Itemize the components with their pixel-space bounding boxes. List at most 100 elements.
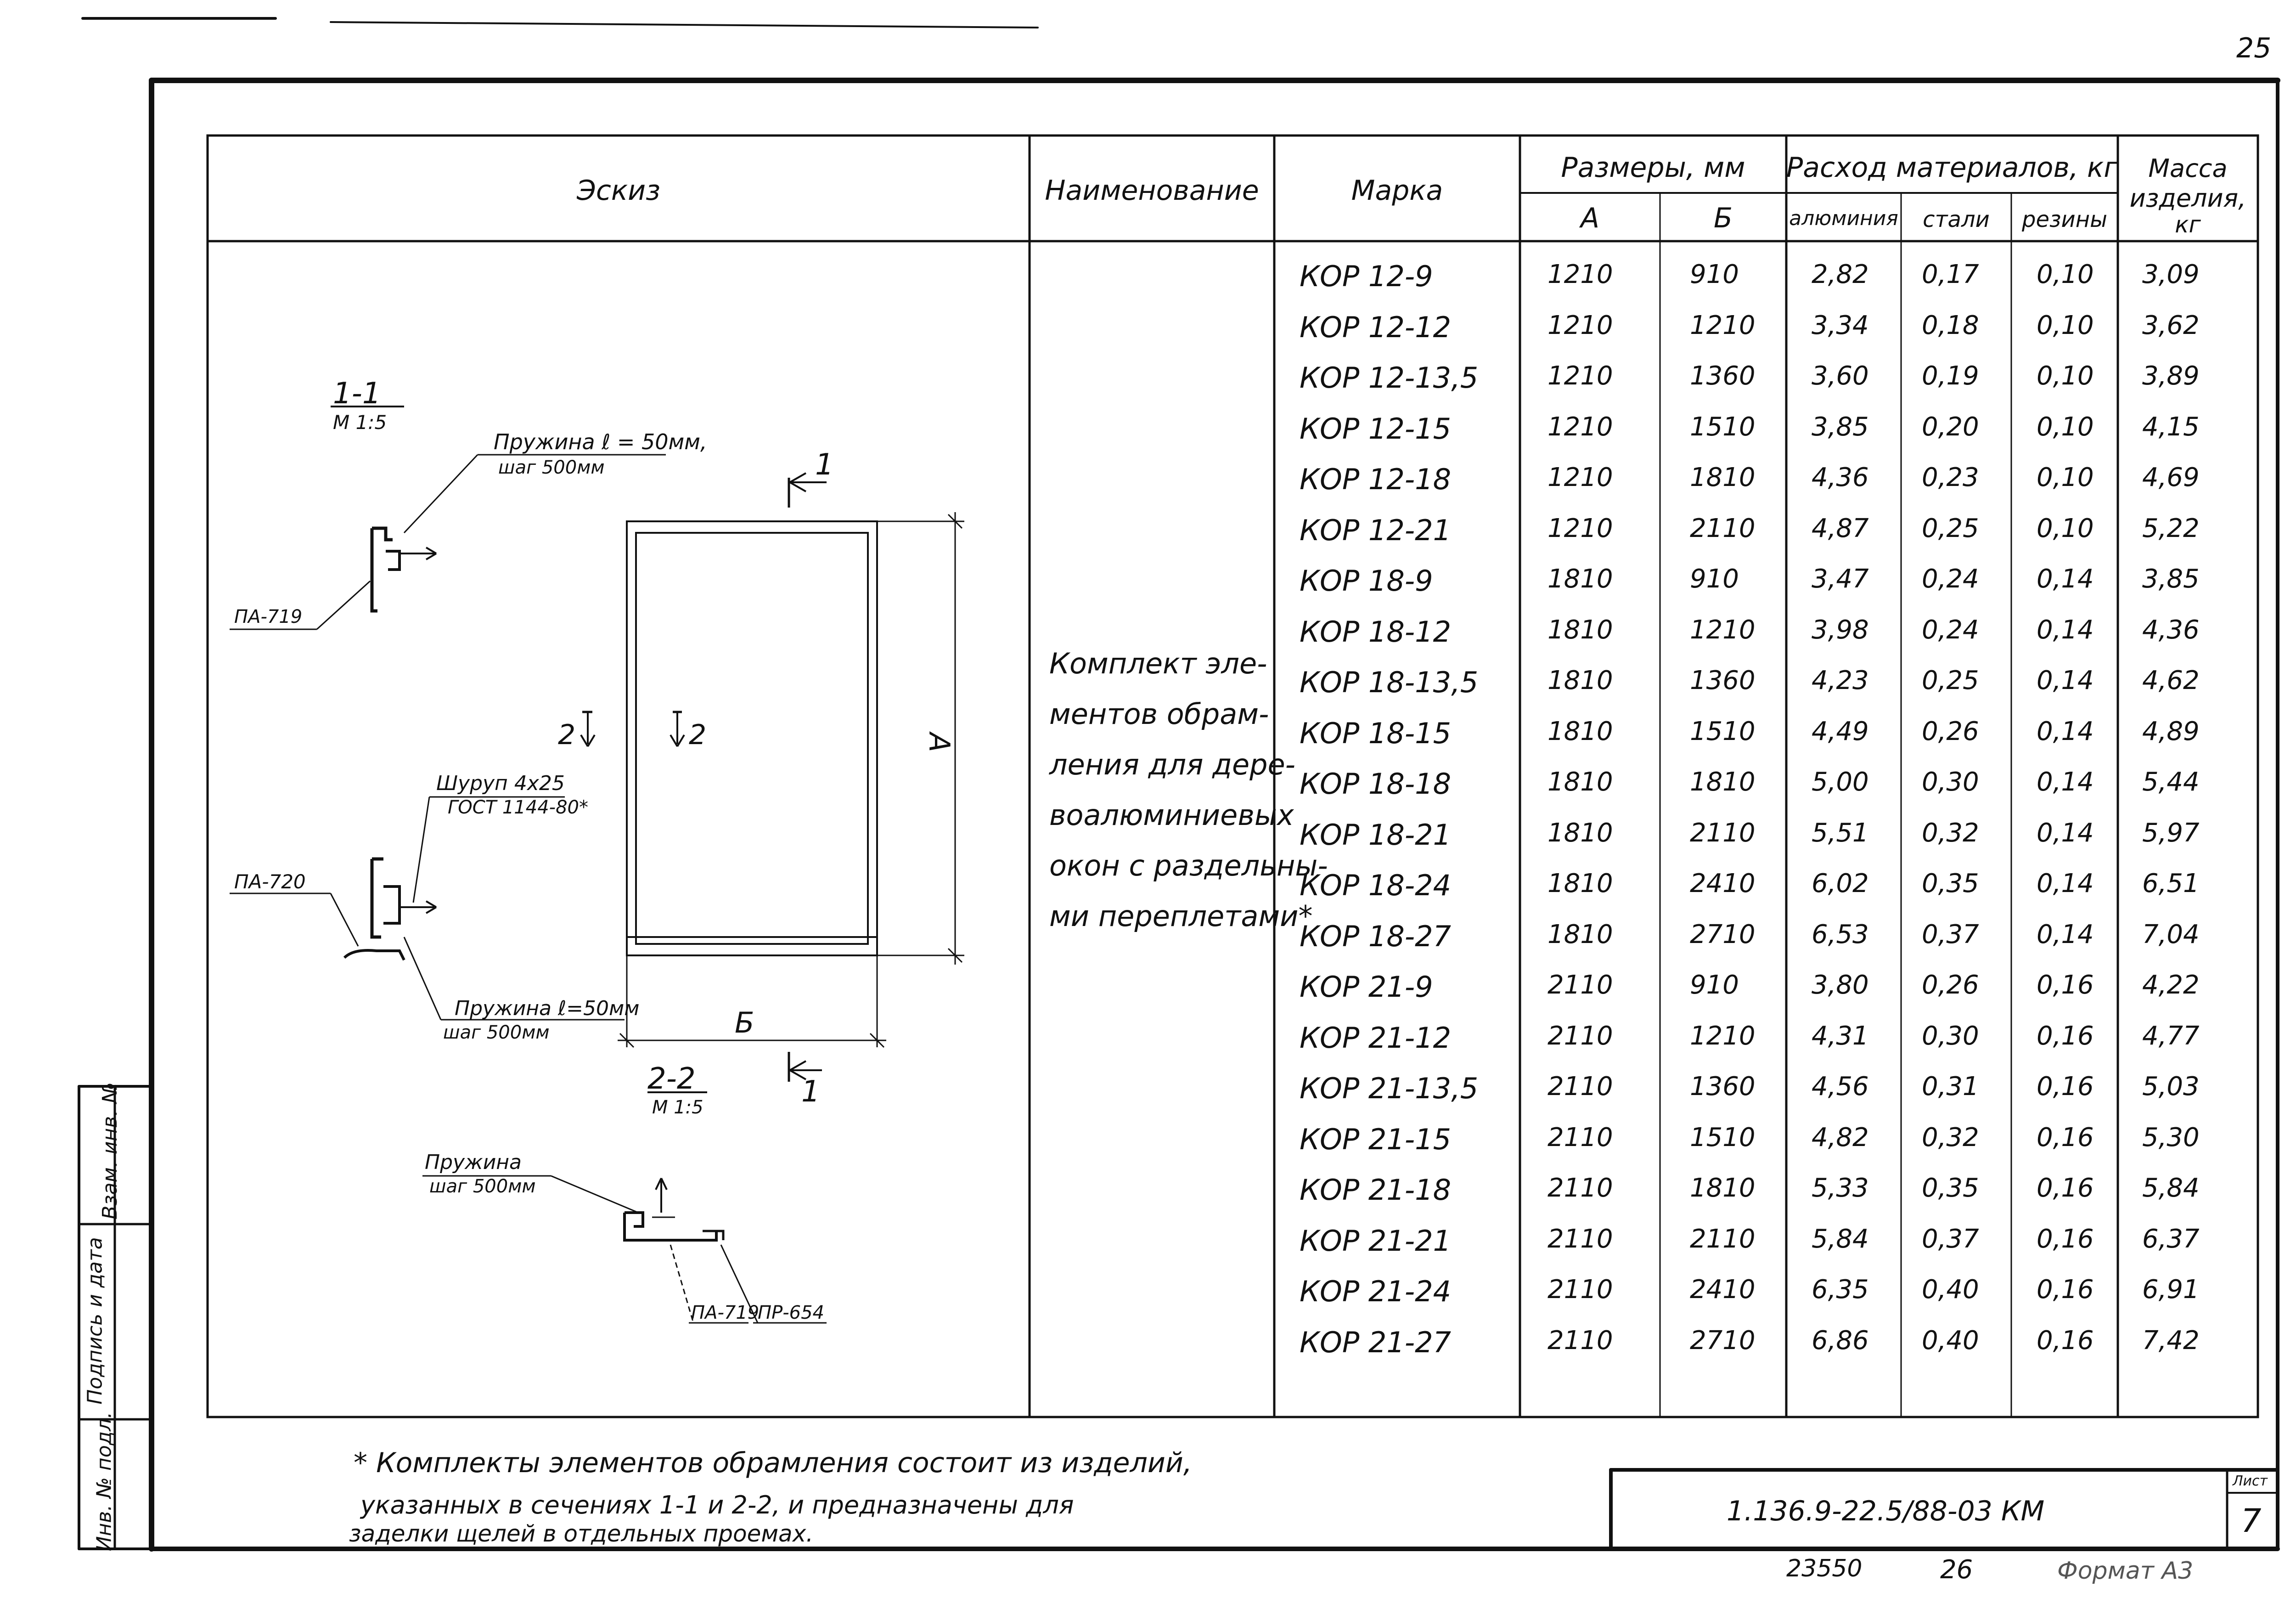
cell-b: 1810	[1690, 463, 1756, 492]
cell-st: 0,37	[1922, 1224, 1979, 1254]
cell-al: 5,00	[1812, 767, 1869, 797]
cell-st: 0,24	[1922, 564, 1979, 594]
cell-mass: 5,30	[2142, 1122, 2200, 1152]
cell-rb: 0,10	[2037, 361, 2094, 391]
cell-al: 5,84	[1812, 1224, 1869, 1254]
cell-a: 2110	[1548, 1021, 1613, 1051]
cell-mass: 4,22	[2142, 970, 2200, 1000]
cell-rb: 0,10	[2037, 513, 2094, 543]
cell-b: 1360	[1690, 1072, 1756, 1101]
cell-st: 0,32	[1922, 818, 1979, 848]
cell-al: 6,02	[1812, 869, 1869, 898]
footnote-line-1: * Комплекты элементов обрамления состоит…	[354, 1447, 1192, 1479]
cell-b: 1810	[1690, 767, 1756, 797]
name-line: Комплект эле-	[1049, 647, 1267, 680]
header-mark: Марка	[1351, 175, 1443, 207]
cell-st: 0,30	[1922, 1021, 1979, 1051]
header-name: Наименование	[1045, 175, 1259, 207]
cell-a: 1810	[1548, 716, 1613, 746]
cell-st: 0,20	[1922, 412, 1979, 442]
cell-mark: КОР 12-9	[1300, 260, 1433, 293]
header-rubber: резины	[2022, 207, 2107, 232]
dimension-a: А	[923, 733, 957, 752]
header-mass-3: кг	[2175, 211, 2201, 238]
cell-al: 5,33	[1812, 1173, 1869, 1203]
cell-st: 0,26	[1922, 716, 1979, 746]
window-frame-sketch	[230, 406, 964, 1324]
cell-rb: 0,10	[2037, 260, 2094, 289]
cut1-bottom: 1	[801, 1075, 820, 1109]
cell-al: 4,87	[1812, 513, 1869, 543]
cell-st: 0,25	[1922, 513, 1979, 543]
cell-mass: 5,44	[2142, 767, 2200, 797]
cell-a: 1810	[1548, 615, 1613, 645]
cell-mark: КОР 18-24	[1300, 869, 1452, 902]
cell-al: 4,82	[1812, 1122, 1869, 1152]
screw-gost: ГОСТ 1144-80*	[448, 797, 588, 818]
cell-a: 2110	[1548, 1173, 1613, 1203]
cell-st: 0,19	[1922, 361, 1979, 391]
cell-rb: 0,14	[2037, 716, 2094, 746]
cell-mark: КОР 18-27	[1300, 919, 1452, 953]
cell-b: 1210	[1690, 1021, 1756, 1051]
cell-al: 3,98	[1812, 615, 1869, 645]
cell-b: 1510	[1690, 716, 1756, 746]
cell-rb: 0,10	[2037, 412, 2094, 442]
cell-mass: 4,36	[2142, 615, 2200, 645]
format-label: Формат А3	[2057, 1557, 2194, 1585]
cell-b: 1210	[1690, 310, 1756, 340]
spring1-step: шаг 500мм	[498, 457, 605, 478]
stamp-replacement: Взам. инв. №	[98, 1082, 122, 1220]
dimension-b: Б	[735, 1006, 754, 1039]
section2-title: 2-2	[647, 1062, 696, 1096]
cell-b: 2710	[1690, 1325, 1756, 1355]
cell-rb: 0,10	[2037, 463, 2094, 492]
cell-mark: КОР 12-18	[1300, 463, 1452, 496]
cell-a: 1810	[1548, 564, 1613, 594]
name-line: ментов обрам-	[1049, 697, 1269, 731]
pa720-label: ПА-720	[234, 870, 306, 893]
cell-rb: 0,16	[2037, 1021, 2094, 1051]
cell-mark: КОР 12-13,5	[1300, 361, 1479, 395]
cell-a: 2110	[1548, 1325, 1613, 1355]
header-sizes: Размеры, мм	[1561, 152, 1745, 184]
cell-b: 2110	[1690, 818, 1756, 848]
cell-rb: 0,16	[2037, 1224, 2094, 1254]
cell-al: 6,53	[1812, 919, 1869, 949]
name-line: окон с раздельны-	[1049, 849, 1328, 882]
cell-b: 1510	[1690, 412, 1756, 442]
cell-b: 1810	[1690, 1173, 1756, 1203]
cell-rb: 0,14	[2037, 818, 2094, 848]
cell-mass: 5,03	[2142, 1072, 2200, 1101]
cell-rb: 0,14	[2037, 919, 2094, 949]
cell-mass: 4,69	[2142, 463, 2200, 492]
archive-number: 26	[1940, 1555, 1973, 1585]
cell-mark: КОР 21-18	[1300, 1173, 1452, 1207]
cell-b: 2410	[1690, 1275, 1756, 1304]
cell-st: 0,35	[1922, 869, 1979, 898]
cell-a: 1210	[1548, 361, 1613, 391]
cell-b: 2710	[1690, 919, 1756, 949]
stamp-inventory: Инв. № подл.	[92, 1412, 116, 1552]
cell-st: 0,37	[1922, 919, 1979, 949]
cell-a: 1210	[1548, 310, 1613, 340]
header-size-b: Б	[1713, 202, 1733, 234]
header-sketch: Эскиз	[576, 175, 661, 207]
cell-al: 3,60	[1812, 361, 1869, 391]
cell-al: 3,80	[1812, 970, 1869, 1000]
spring2-label: Пружина ℓ=50мм	[455, 997, 640, 1020]
cell-b: 1210	[1690, 615, 1756, 645]
footnote-line-3: заделки щелей в отдельных проемах.	[349, 1520, 814, 1547]
cell-st: 0,18	[1922, 310, 1979, 340]
spring1-label: Пружина ℓ = 50мм,	[494, 429, 707, 454]
cell-b: 1360	[1690, 666, 1756, 695]
cell-rb: 0,16	[2037, 1072, 2094, 1101]
cell-mark: КОР 18-9	[1300, 564, 1433, 598]
cell-b: 2410	[1690, 869, 1756, 898]
cell-a: 1210	[1548, 463, 1613, 492]
cell-a: 2110	[1548, 1275, 1613, 1304]
cell-rb: 0,16	[2037, 1173, 2094, 1203]
cell-st: 0,26	[1922, 970, 1979, 1000]
cell-mark: КОР 12-15	[1300, 412, 1452, 446]
cell-mark: КОР 21-21	[1300, 1224, 1452, 1258]
